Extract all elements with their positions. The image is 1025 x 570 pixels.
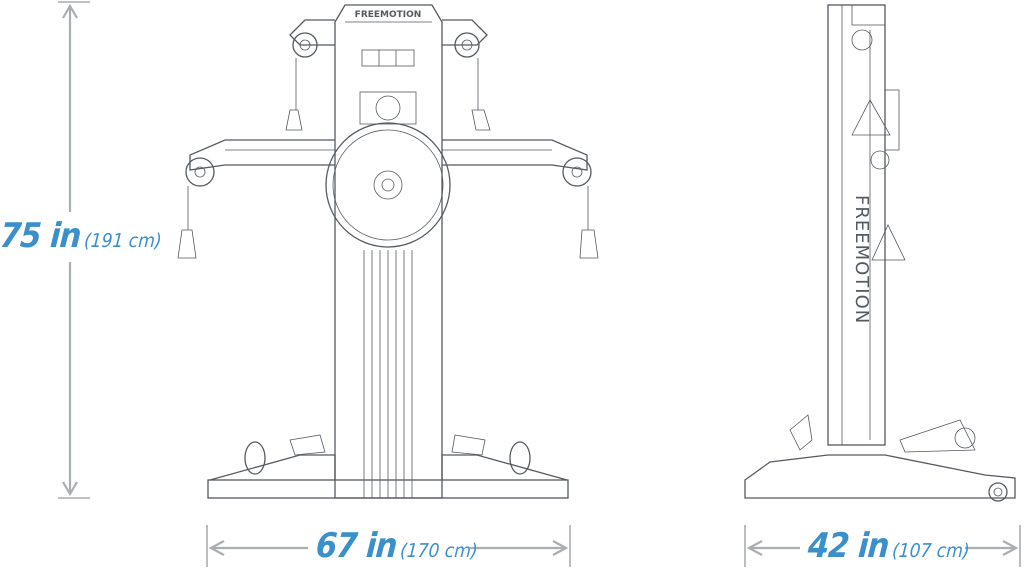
depth-imperial: 42 in [806,526,890,566]
svg-text:FREEMOTION: FREEMOTION [355,10,422,20]
width-metric: (170 cm) [399,540,479,562]
depth-metric: (107 cm) [891,540,971,562]
height-metric: (191 cm) [83,230,163,252]
front-view-drawing: FREEMOTION [177,4,599,499]
height-dimension-line [58,1,90,499]
height-imperial: 75 in [0,216,82,256]
height-label: 75 in(191 cm) [0,216,163,256]
width-label: 67 in(170 cm) [315,526,480,566]
depth-label: 42 in(107 cm) [807,526,972,566]
svg-text:FREEMOTION: FREEMOTION [851,195,872,324]
side-view-drawing: FREEMOTION [744,4,1016,502]
width-imperial: 67 in [314,526,398,566]
depth-dimension-line [744,525,1021,567]
width-dimension-line [206,525,571,567]
